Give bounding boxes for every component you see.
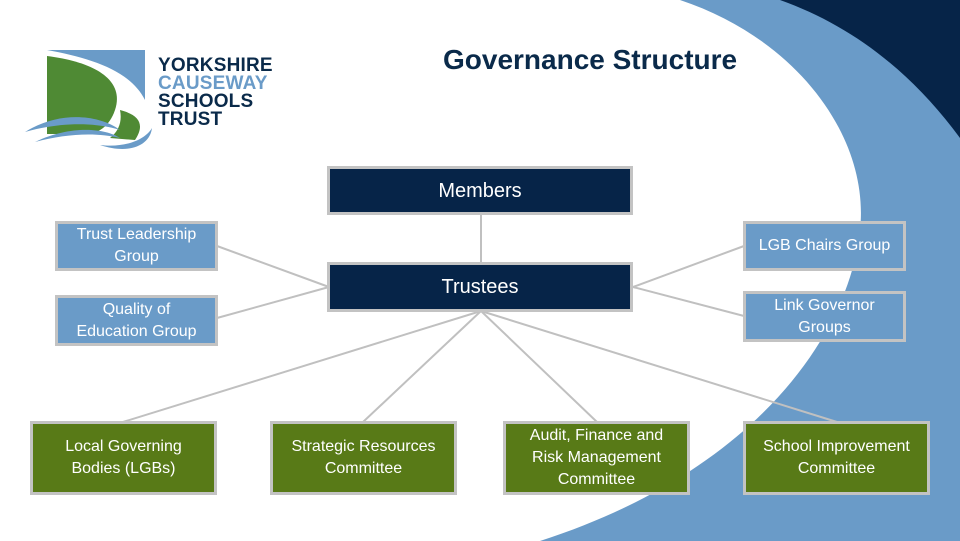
logo-line-4: TRUST <box>158 109 223 130</box>
node-trustees: Trustees <box>327 262 633 312</box>
node-local-governing-bodies: Local Governing Bodies (LGBs) <box>30 421 217 495</box>
logo-line-1: YORKSHIRE <box>158 55 273 76</box>
logo-line-2: CAUSEWAY <box>158 73 268 94</box>
node-audit-finance-risk-committee: Audit, Finance and Risk Management Commi… <box>503 421 690 495</box>
connector-lines <box>122 214 838 423</box>
node-school-improvement-committee: School Improvement Committee <box>743 421 930 495</box>
node-quality-of-education-group: Quality of Education Group <box>55 295 218 346</box>
logo-mark <box>25 50 152 149</box>
navy-corner <box>780 0 960 138</box>
node-lgb-chairs-group: LGB Chairs Group <box>743 221 906 271</box>
node-strategic-resources-committee: Strategic Resources Committee <box>270 421 457 495</box>
logo-text: YORKSHIRE CAUSEWAY SCHOOLS TRUST <box>158 55 273 130</box>
logo-line-3: SCHOOLS <box>158 91 254 112</box>
node-link-governor-groups: Link Governor Groups <box>743 291 906 342</box>
node-trust-leadership-group: Trust Leadership Group <box>55 221 218 271</box>
node-members: Members <box>327 166 633 215</box>
page-title: Governance Structure <box>443 44 738 75</box>
